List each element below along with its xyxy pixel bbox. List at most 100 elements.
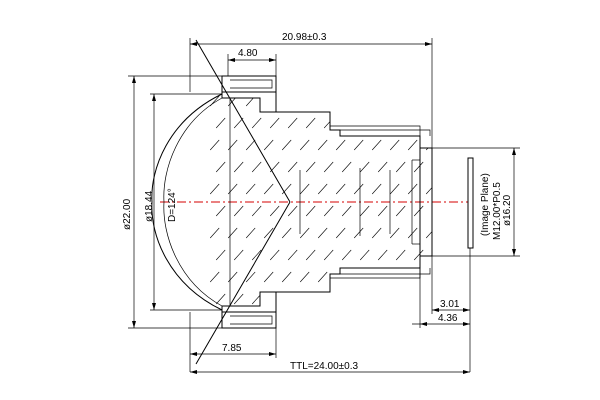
hatch-mark [413,117,424,129]
hatch-mark [431,117,432,129]
hatch-mark [431,249,432,261]
hatch-mark [305,293,316,305]
hatch-mark [215,161,226,173]
field-of-view-rays [195,39,291,365]
hatch-mark [425,95,432,107]
hatch-mark [354,316,363,326]
dimension-total-track-length [190,370,470,374]
dimension-clear-aperture-label: ø18.44 [144,190,155,222]
dimension-overall-length [189,38,433,148]
hatch-mark [287,161,298,173]
hatch-mark [305,117,316,129]
hatch-mark [192,140,201,150]
hatch-mark [389,139,400,151]
hatch-mark [359,161,370,173]
hatch-mark [450,162,459,172]
hatch-mark [233,205,244,217]
hatch-mark [305,161,316,173]
hatch-mark [192,228,201,238]
hatch-mark [425,227,432,239]
dimension-back-diameter-label: ø16.20 [502,194,513,226]
hatch-mark [444,140,453,150]
hatch-mark [263,139,274,151]
hatch-mark [395,249,406,261]
hatch-mark [444,184,453,194]
hatch-mark [263,227,274,239]
dimension-flange-offset-label: 7.85 [222,343,242,354]
hatch-mark [251,293,262,305]
dimension-overall-length-label: 20.98±0.3 [282,32,327,43]
hatch-mark [317,183,328,195]
image-plane-label: (Image Plane) [480,173,491,236]
hatch-mark [335,227,346,239]
hatch-mark [353,139,364,151]
hatch-mark [263,271,274,283]
hatch-mark [335,95,346,107]
hatch-mark [389,227,400,239]
hatch-mark [269,293,280,305]
hatch-mark [281,183,292,195]
hatch-mark [462,140,471,150]
hatch-mark [233,249,244,261]
hatch-mark [336,316,345,326]
hatch-mark [305,205,316,217]
hatch-mark [371,183,382,195]
hatch-mark [335,139,346,151]
hatch-mark [395,205,406,217]
hatch-mark [431,205,432,217]
dimension-back-focal-mech-label: 3.01 [440,299,460,310]
hatch-mark [245,139,256,151]
hatch-mark [408,316,417,326]
hatch-mark [359,293,370,305]
hatch-mark [323,161,334,173]
dimension-back-diameter [432,147,520,257]
image-plane-marker [467,157,474,249]
hatch-mark [192,316,201,326]
hatch-mark [395,161,406,173]
hatch-mark [359,205,370,217]
hatch-mark [287,117,298,129]
hatch-mark [444,96,453,106]
hatch-mark [359,117,370,129]
hatch-mark [371,271,382,283]
lens-body-outline [221,75,433,329]
front-dome-lens [151,93,223,311]
hatch-mark [389,271,400,283]
hatch-mark [210,271,220,283]
hatch-mark [287,205,298,217]
hatch-mark [468,118,477,128]
hatch-mark [281,227,292,239]
dimension-back-focal-optical [412,268,470,328]
hatch-mark [413,161,424,173]
hatch-mark [317,227,328,239]
hatch-mark [287,293,298,305]
hatch-mark [341,205,352,217]
hatch-mark [371,139,382,151]
hatch-mark [372,316,381,326]
dimension-back-focal-mech [431,248,471,372]
hatch-mark [407,139,418,151]
hatch-mark [444,272,453,282]
hatch-mark [300,316,309,326]
hatch-mark [192,184,201,194]
hatch-mark [215,205,226,217]
hatch-mark [317,139,328,151]
hatch-mark [318,316,327,326]
hatch-mark [353,227,364,239]
hatch-mark [413,205,424,217]
hatch-mark [323,293,334,305]
hatch-mark [281,95,292,107]
hatch-mark [444,228,453,238]
hatch-mark [192,96,201,106]
hatch-mark [323,205,334,217]
hatch-mark [263,183,274,195]
hatch-mark [269,117,280,129]
hatch-mark [323,249,334,261]
hatch-mark [359,249,370,261]
hatch-mark [210,139,220,151]
hatch-mark [377,205,388,217]
hatch-mark [323,117,334,129]
hatch-mark [251,205,262,217]
hatch-mark [282,316,291,326]
